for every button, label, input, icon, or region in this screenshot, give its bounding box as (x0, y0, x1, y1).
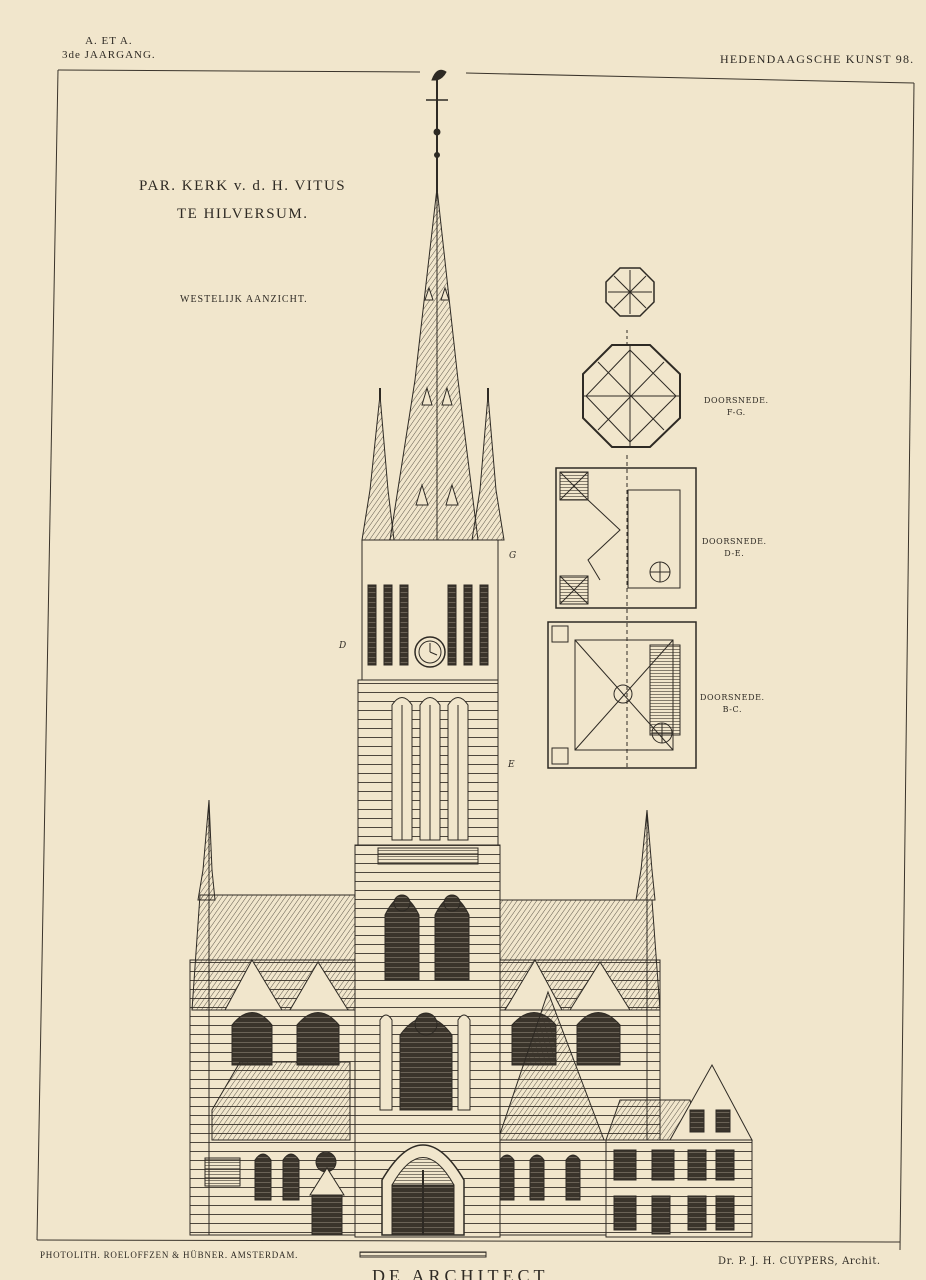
marker-g: G (509, 551, 517, 561)
footer-credit-left: PHOTOLITH. ROELOFFZEN & HÜBNER. AMSTERDA… (40, 1250, 299, 1260)
header-right: HEDENDAAGSCHE KUNST 98. (720, 52, 915, 66)
header-left-line1: A. ET A. (85, 35, 133, 47)
footer-credit-right: Dr. P. J. H. CUYPERS, Archit. (718, 1256, 881, 1267)
publication-title: DE ARCHITECT (372, 1266, 549, 1280)
header-left: A. ET A. 3de JAARGANG. (62, 34, 156, 62)
church-elevation (189, 799, 753, 1238)
section-drawings (547, 267, 697, 770)
section-caption-sub: F-G. (726, 408, 746, 417)
tower (354, 69, 505, 1238)
section-caption-label: DOORSNEDE. (700, 693, 765, 702)
drawing-title-line2: TE HILVERSUM. (177, 206, 309, 222)
frame (36, 69, 915, 1251)
section-caption-bc: DOORSNEDE. B-C. (700, 692, 765, 716)
section-caption-sub: B-C. (722, 705, 743, 714)
marker-d: D (339, 641, 347, 651)
section-caption-fg: DOORSNEDE. F-G. (704, 395, 769, 419)
section-caption-sub: D-E. (724, 549, 745, 558)
drawing-subtitle: WESTELIJK AANZICHT. (180, 294, 308, 305)
scale-bar (359, 1251, 487, 1258)
drawing-title-line1: PAR. KERK v. d. H. VITUS (139, 178, 347, 194)
header-left-line2: 3de JAARGANG. (62, 49, 156, 61)
section-caption-label: DOORSNEDE. (702, 537, 767, 546)
section-caption-de: DOORSNEDE. D-E. (702, 536, 767, 560)
section-caption-label: DOORSNEDE. (704, 396, 769, 405)
marker-e: E (508, 760, 515, 770)
